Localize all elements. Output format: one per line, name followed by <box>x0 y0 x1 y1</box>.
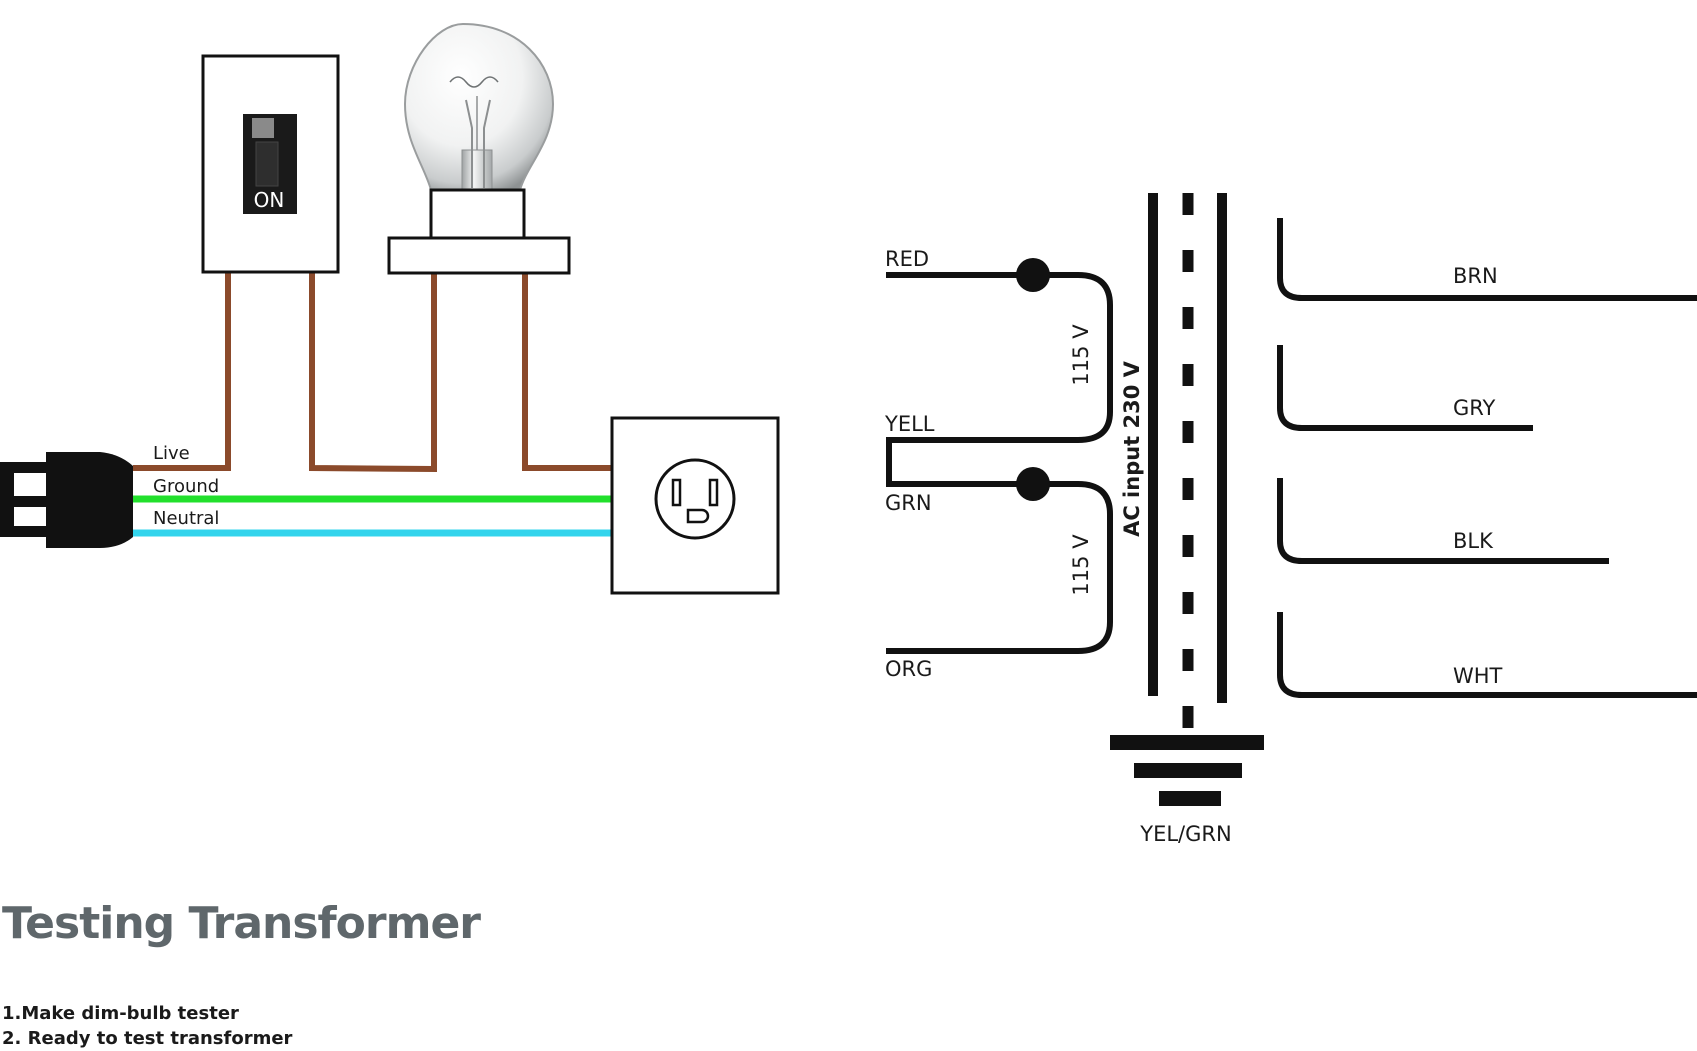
winding-voltage-lower: 115 V <box>1069 534 1093 596</box>
lead-label-blk: BLK <box>1453 529 1494 553</box>
lead-label-yell: YELL <box>884 412 935 436</box>
winding-voltage-upper: 115 V <box>1069 324 1093 386</box>
junction-dot <box>1016 258 1050 292</box>
switch-on-label: ON <box>254 188 285 212</box>
lead-label-red: RED <box>885 247 929 271</box>
page-title: Testing Transformer <box>2 898 481 949</box>
lead-label-brn: BRN <box>1453 264 1498 288</box>
ground-icon <box>1110 735 1264 806</box>
wall-switch: ON <box>201 54 340 274</box>
ac-input-label: AC input 230 V <box>1120 360 1144 537</box>
live-wire <box>133 272 612 473</box>
plug-icon <box>0 452 133 548</box>
neutral-label: Neutral <box>153 508 219 529</box>
ground-label: Ground <box>153 476 219 497</box>
lead-label-gry: GRY <box>1453 396 1496 420</box>
list-item: 2. Ready to test transformer <box>2 1028 293 1049</box>
step-list: 1.Make dim-bulb tester 2. Ready to test … <box>2 1001 292 1051</box>
ground-lead-label: YEL/GRN <box>1139 822 1231 846</box>
outlet-icon <box>610 416 780 595</box>
live-label: Live <box>153 443 190 464</box>
lead-label-wht: WHT <box>1453 664 1503 688</box>
transformer-schematic <box>886 193 1697 728</box>
list-item: 1.Make dim-bulb tester <box>2 1003 239 1024</box>
lead-label-org: ORG <box>885 657 932 681</box>
light-bulb-icon <box>387 22 571 275</box>
junction-dot <box>1016 467 1050 501</box>
lead-label-grn: GRN <box>885 491 932 515</box>
